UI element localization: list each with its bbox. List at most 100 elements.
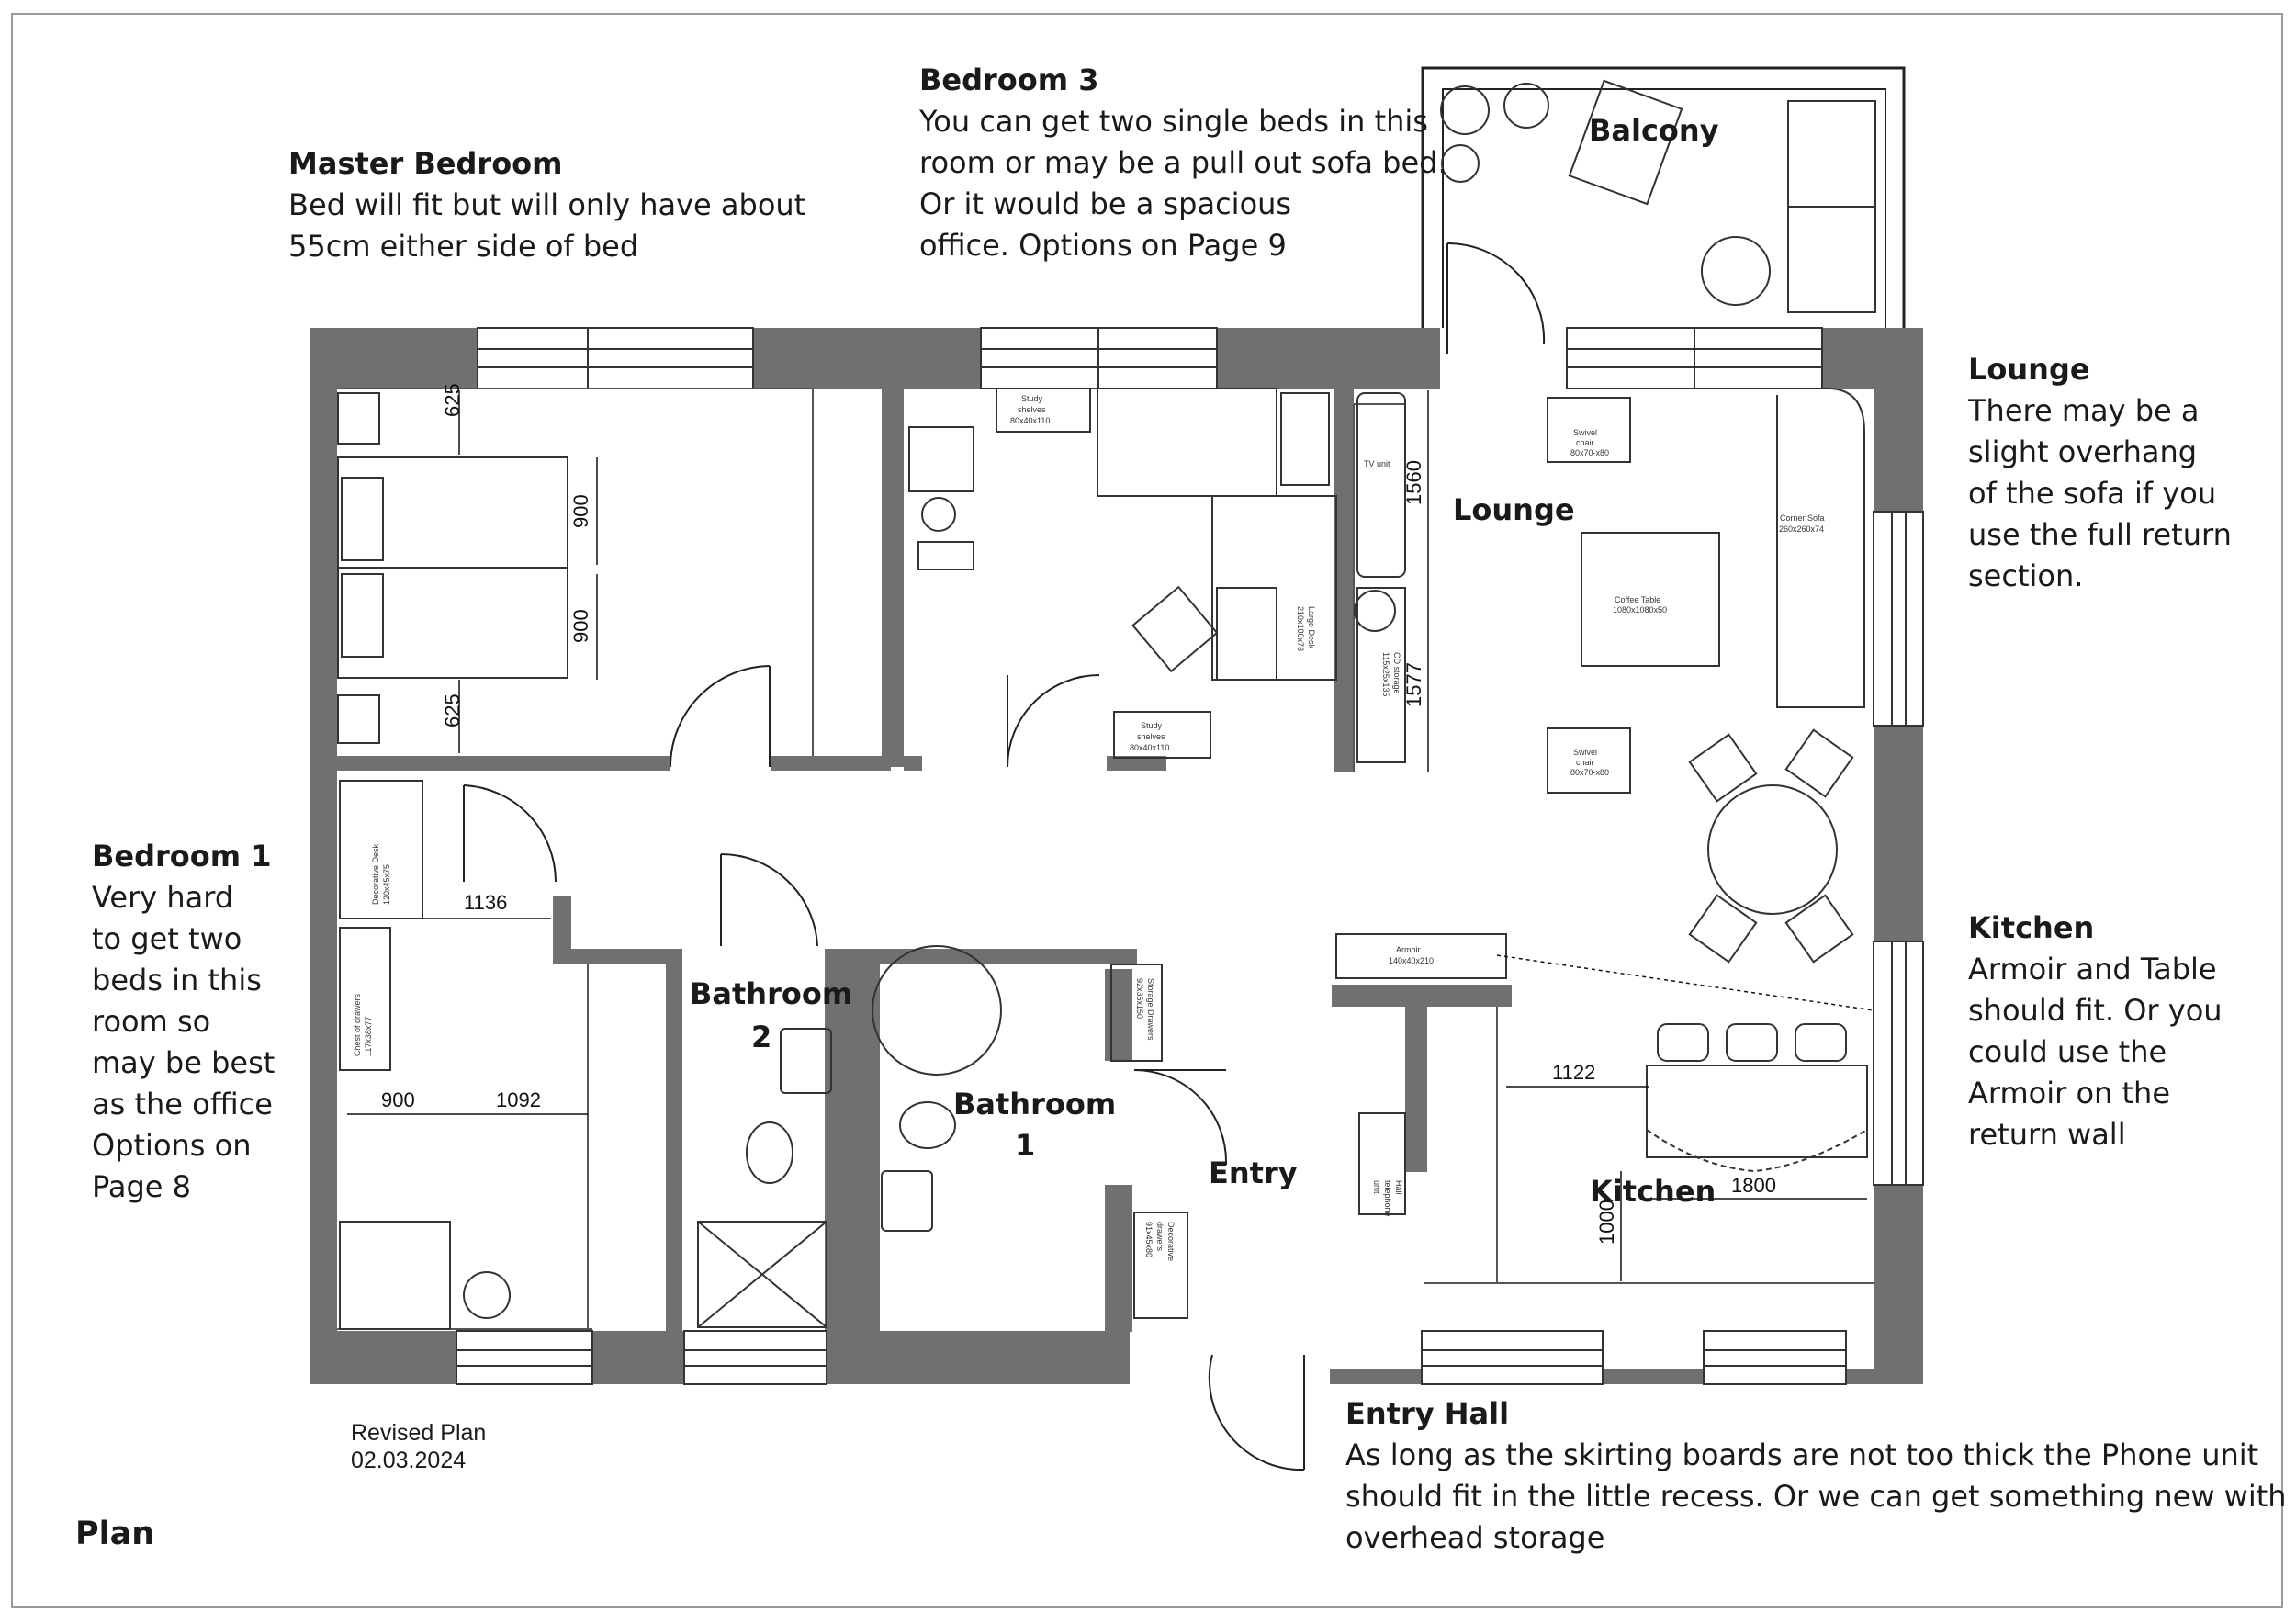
chest-of-drawers xyxy=(339,927,391,1071)
window xyxy=(456,1330,593,1385)
dim-b1-bed: 900 xyxy=(381,1088,415,1111)
balcony-chair xyxy=(1568,79,1683,206)
furniture-labels: Study shelves 80x40x110 TV unit Large De… xyxy=(353,394,1825,1261)
label-coffee-table: Coffee Table xyxy=(1615,595,1660,604)
study-shelves xyxy=(1113,711,1211,759)
note-body: As long as the skirting boards are not t… xyxy=(1345,1437,2287,1555)
balcony-outline xyxy=(1421,66,1906,328)
label-study-shelves-top: 80x40x110 xyxy=(1010,416,1050,425)
coffee-table xyxy=(1581,532,1720,667)
single-bed xyxy=(339,1221,451,1330)
label-swivel-chair-bottom: chair xyxy=(1576,758,1594,767)
wall-top xyxy=(753,328,981,389)
door-swing xyxy=(670,665,771,768)
wall-internal xyxy=(904,756,922,771)
windows xyxy=(456,327,1924,1385)
label-swivel-chair-top: Swivel xyxy=(1573,428,1597,437)
label-decorative-drawers: drawers xyxy=(1155,1222,1165,1252)
sink xyxy=(881,1170,933,1232)
wall-internal xyxy=(335,756,670,771)
window xyxy=(1703,1330,1847,1385)
wall-bottom xyxy=(592,1331,684,1384)
swivel-chair xyxy=(1547,727,1631,794)
wall-internal xyxy=(1105,1185,1132,1332)
wall-bottom xyxy=(1330,1369,1422,1384)
note-body: There may be a slight overhang of the so… xyxy=(1968,393,2232,593)
label-hall-telephone: unit xyxy=(1372,1180,1381,1194)
note-title: Kitchen xyxy=(1968,910,2095,945)
door-swing xyxy=(1446,242,1546,345)
desk-chair xyxy=(1216,587,1277,681)
dim-b3-lower: 1577 xyxy=(1402,662,1425,707)
wall-bottom xyxy=(1603,1369,1704,1384)
note-body: Bed will fit but will only have about 55… xyxy=(288,187,806,264)
plan-title: Plan xyxy=(75,1516,155,1552)
shower-tray xyxy=(697,1221,827,1328)
wall-left xyxy=(310,328,337,1384)
label-tv-unit: TV unit xyxy=(1364,459,1390,468)
label-decorative-desk: Decorative Desk xyxy=(371,843,380,905)
nightstand xyxy=(337,392,380,445)
toilet xyxy=(899,1101,956,1149)
label-armoir: 140x40x210 xyxy=(1389,956,1434,965)
room-label-bathroom1-number: 1 xyxy=(1015,1128,1035,1163)
plant xyxy=(1503,83,1549,129)
tv-unit xyxy=(1356,392,1406,578)
note-kitchen: Kitchen Armoir and Table should fit. Or … xyxy=(1968,907,2223,1155)
office-chair xyxy=(1131,585,1219,673)
dining-table xyxy=(1707,784,1838,915)
label-storage-drawers: 92x35x150 xyxy=(1135,978,1144,1019)
toilet xyxy=(746,1121,793,1184)
label-hall-telephone: telephone xyxy=(1383,1180,1392,1217)
wall-bottom xyxy=(827,1331,1130,1384)
note-master-bedroom: Master Bedroom Bed will fit but will onl… xyxy=(288,143,805,267)
note-body: Armoir and Table should fit. Or you coul… xyxy=(1968,952,2223,1152)
label-decorative-desk: 120x45x75 xyxy=(382,864,391,905)
wall-right xyxy=(1874,328,1923,512)
wall-right xyxy=(1874,1185,1923,1384)
wall-internal xyxy=(553,949,677,964)
plant xyxy=(1441,144,1480,183)
dim-b1-clear: 1092 xyxy=(496,1088,541,1111)
label-swivel-chair-top: chair xyxy=(1576,438,1594,447)
room-label-bathroom1: Bathroom xyxy=(953,1087,1116,1121)
balcony-table xyxy=(1701,236,1771,306)
revision-title: Revised Plan xyxy=(351,1420,487,1446)
doors xyxy=(463,242,1546,1471)
wall-internal xyxy=(825,949,880,1331)
room-label-balcony: Balcony xyxy=(1589,113,1719,148)
dim-mb-bed2: 900 xyxy=(569,609,592,643)
dim-kitchen-depth: 1000 xyxy=(1595,1200,1618,1245)
label-corner-sofa: 260x260x74 xyxy=(1779,524,1824,534)
label-study-shelves-bottom: 80x40x110 xyxy=(1130,743,1169,752)
side-table xyxy=(463,1271,511,1319)
label-storage-drawers: Storage Drawers xyxy=(1146,978,1155,1041)
wall-right xyxy=(1874,726,1923,941)
sink xyxy=(780,1028,832,1094)
door-swing xyxy=(1007,674,1100,768)
wall-top xyxy=(310,328,478,389)
wall-internal xyxy=(771,756,891,771)
label-corner-sofa: Corner Sofa xyxy=(1780,513,1825,523)
label-coffee-table: 1080x1080x50 xyxy=(1613,605,1667,614)
window xyxy=(1421,1330,1604,1385)
wall-internal xyxy=(1105,969,1132,1061)
wall-internal xyxy=(666,949,682,1331)
decorative-drawers xyxy=(1133,1212,1188,1319)
wall-internal xyxy=(882,386,904,767)
wall-bottom xyxy=(1846,1369,1923,1384)
shower xyxy=(872,945,1002,1076)
revision-label: Revised Plan 02.03.2024 xyxy=(351,1419,486,1474)
wall-internal xyxy=(1332,985,1512,1007)
label-chest-of-drawers: Chest of drawers xyxy=(353,993,362,1056)
label-study-shelves-bottom: shelves xyxy=(1137,732,1165,741)
note-title: Lounge xyxy=(1968,352,2090,387)
swivel-chair xyxy=(1547,397,1631,463)
cd-storage xyxy=(1356,587,1406,763)
decorative-desk xyxy=(339,780,423,919)
dim-mb-top: 625 xyxy=(441,383,464,417)
nightstand xyxy=(337,694,380,744)
kitchen-table xyxy=(1646,1065,1868,1158)
label-large-desk: 210x100x73 xyxy=(1296,606,1305,651)
